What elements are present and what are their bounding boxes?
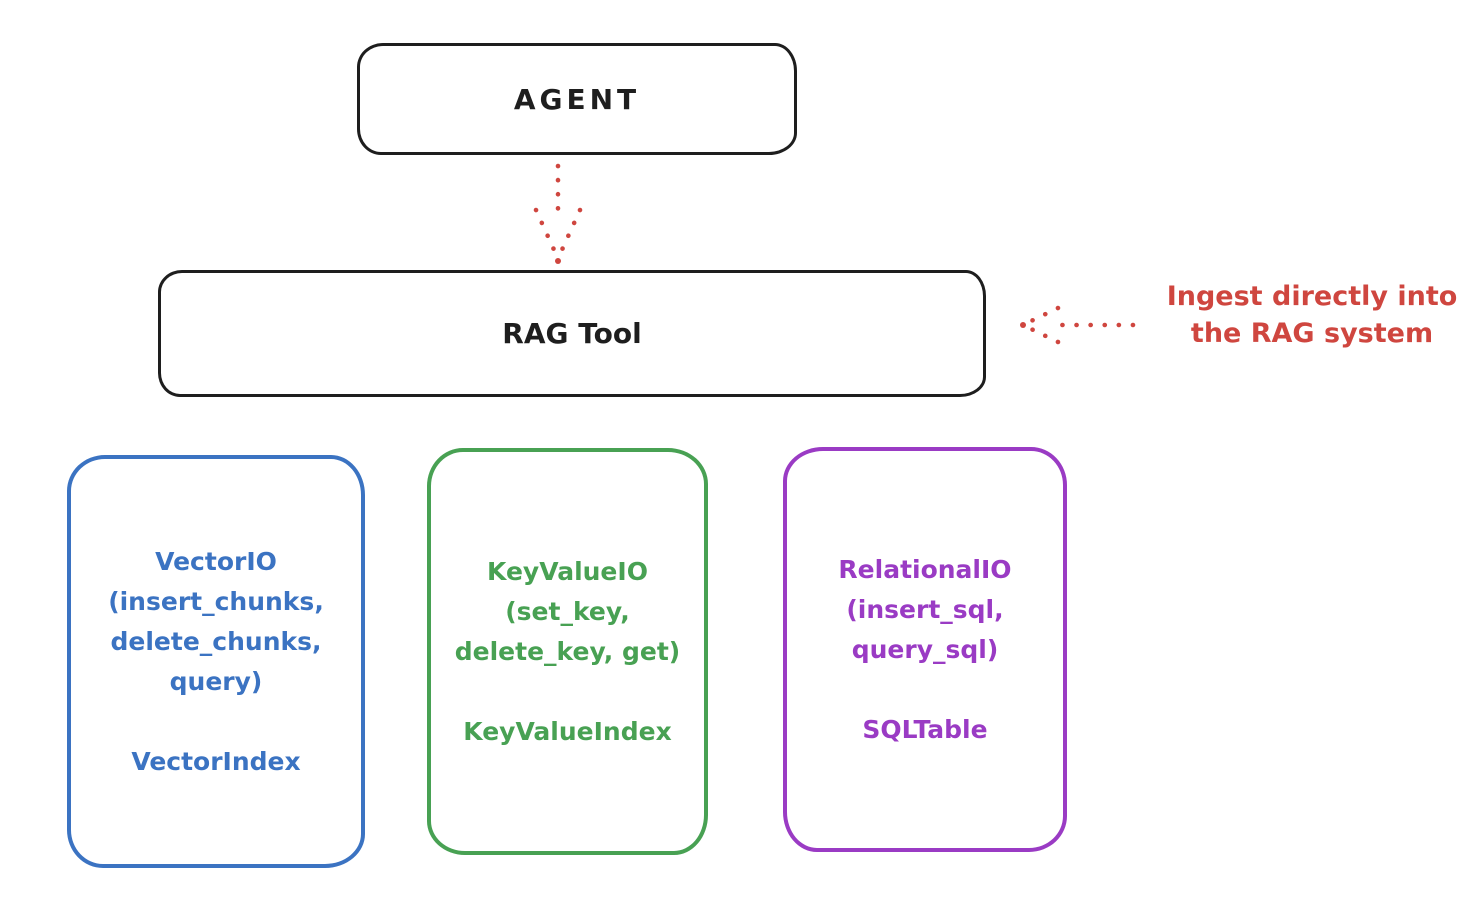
relational-io-methods-line1: (insert_sql, [846, 594, 1004, 624]
rag-tool-node: RAG Tool [158, 270, 986, 397]
spacer [108, 702, 324, 742]
ingest-annotation: Ingest directly into the RAG system [1140, 278, 1484, 352]
vector-io-title: VectorIO [155, 546, 277, 576]
vector-io-card-text: VectorIO (insert_chunks, delete_chunks, … [108, 542, 324, 782]
agent-label: AGENT [513, 82, 641, 116]
relational-io-card: RelationalIO (insert_sql, query_sql) SQL… [783, 447, 1067, 852]
key-value-io-index-label: KeyValueIndex [463, 716, 672, 746]
spacer [455, 672, 680, 712]
relational-io-methods-line2: query_sql) [851, 634, 999, 664]
vector-io-methods-line2: delete_chunks, [110, 626, 322, 656]
annotation-to-rag-tool-arrow-icon [1020, 305, 1136, 345]
vector-io-methods-line1: (insert_chunks, [108, 586, 324, 616]
key-value-io-card: KeyValueIO (set_key, delete_key, get) Ke… [427, 448, 708, 855]
annotation-line2: the RAG system [1190, 318, 1434, 349]
key-value-io-methods-line1: (set_key, [505, 596, 630, 626]
spacer [838, 670, 1011, 710]
vector-io-index-label: VectorIndex [131, 746, 301, 776]
key-value-io-card-text: KeyValueIO (set_key, delete_key, get) Ke… [455, 552, 680, 752]
relational-io-title: RelationalIO [838, 554, 1012, 584]
agent-node: AGENT [357, 43, 797, 155]
rag-tool-label: RAG Tool [502, 317, 642, 350]
agent-to-rag-tool-arrow-icon [533, 163, 583, 264]
annotation-line1: Ingest directly into [1166, 281, 1458, 312]
key-value-io-title: KeyValueIO [487, 556, 648, 586]
relational-io-card-text: RelationalIO (insert_sql, query_sql) SQL… [838, 550, 1011, 750]
key-value-io-methods-line2: delete_key, get) [454, 636, 681, 666]
vector-io-methods-line3: query) [169, 666, 263, 696]
vector-io-card: VectorIO (insert_chunks, delete_chunks, … [67, 455, 365, 868]
relational-io-index-label: SQLTable [862, 714, 988, 744]
